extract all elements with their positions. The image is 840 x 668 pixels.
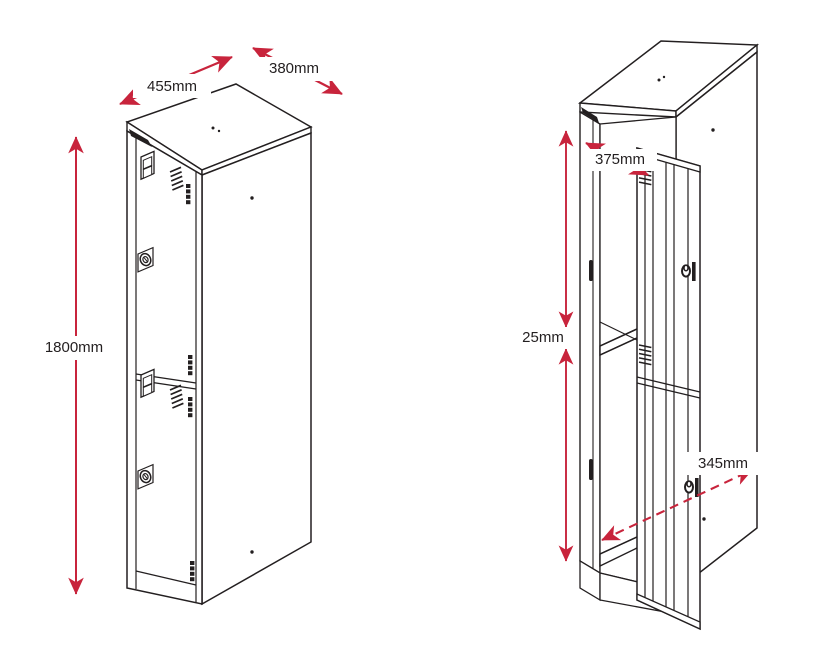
dimension-1800mm: 1800mm — [28, 136, 120, 595]
top-hole-b — [217, 129, 221, 133]
dimension-455mm: 455mm — [119, 55, 233, 106]
dimension-25mm: 25mm — [513, 327, 571, 349]
dimension-label-380: 380mm — [269, 60, 319, 77]
dimension-label-455: 455mm — [147, 78, 197, 95]
open-side-hole-lower — [702, 517, 706, 521]
open-side-hole-upper — [711, 128, 715, 132]
open-door-panel[interactable] — [636, 147, 701, 631]
door-bottom-line — [135, 570, 197, 586]
card-holder-icon — [140, 368, 155, 398]
dimension-label-1800: 1800mm — [45, 339, 103, 356]
dimension-label-375: 375mm — [595, 151, 645, 168]
open-top-hole-b — [662, 75, 666, 79]
closed-locker-view: 455mm 380mm 1800mm — [28, 46, 343, 606]
open-top-hole-a — [657, 78, 661, 82]
dimension-label-345: 345mm — [698, 455, 748, 472]
top-hole-a — [211, 126, 215, 130]
open-locker-left-panel — [579, 110, 601, 575]
open-door-lock-upper[interactable] — [681, 262, 696, 281]
dimension-345mm: 345mm — [601, 452, 762, 541]
side-hole-lower — [250, 550, 254, 554]
card-holder-icon — [140, 150, 155, 180]
side-hole-upper — [250, 196, 254, 200]
locker-top-panel — [125, 83, 313, 177]
dimension-375mm: 375mm — [584, 142, 657, 176]
dimension-label-25: 25mm — [522, 329, 564, 346]
open-locker-top-panel — [578, 40, 760, 119]
door-top-edge — [129, 129, 152, 147]
open-locker-view: 375mm 25mm 345mm — [513, 40, 762, 631]
locker-side-panel — [201, 131, 312, 606]
dimension-380mm: 380mm — [252, 46, 343, 96]
open-frame-hinges — [581, 107, 599, 480]
